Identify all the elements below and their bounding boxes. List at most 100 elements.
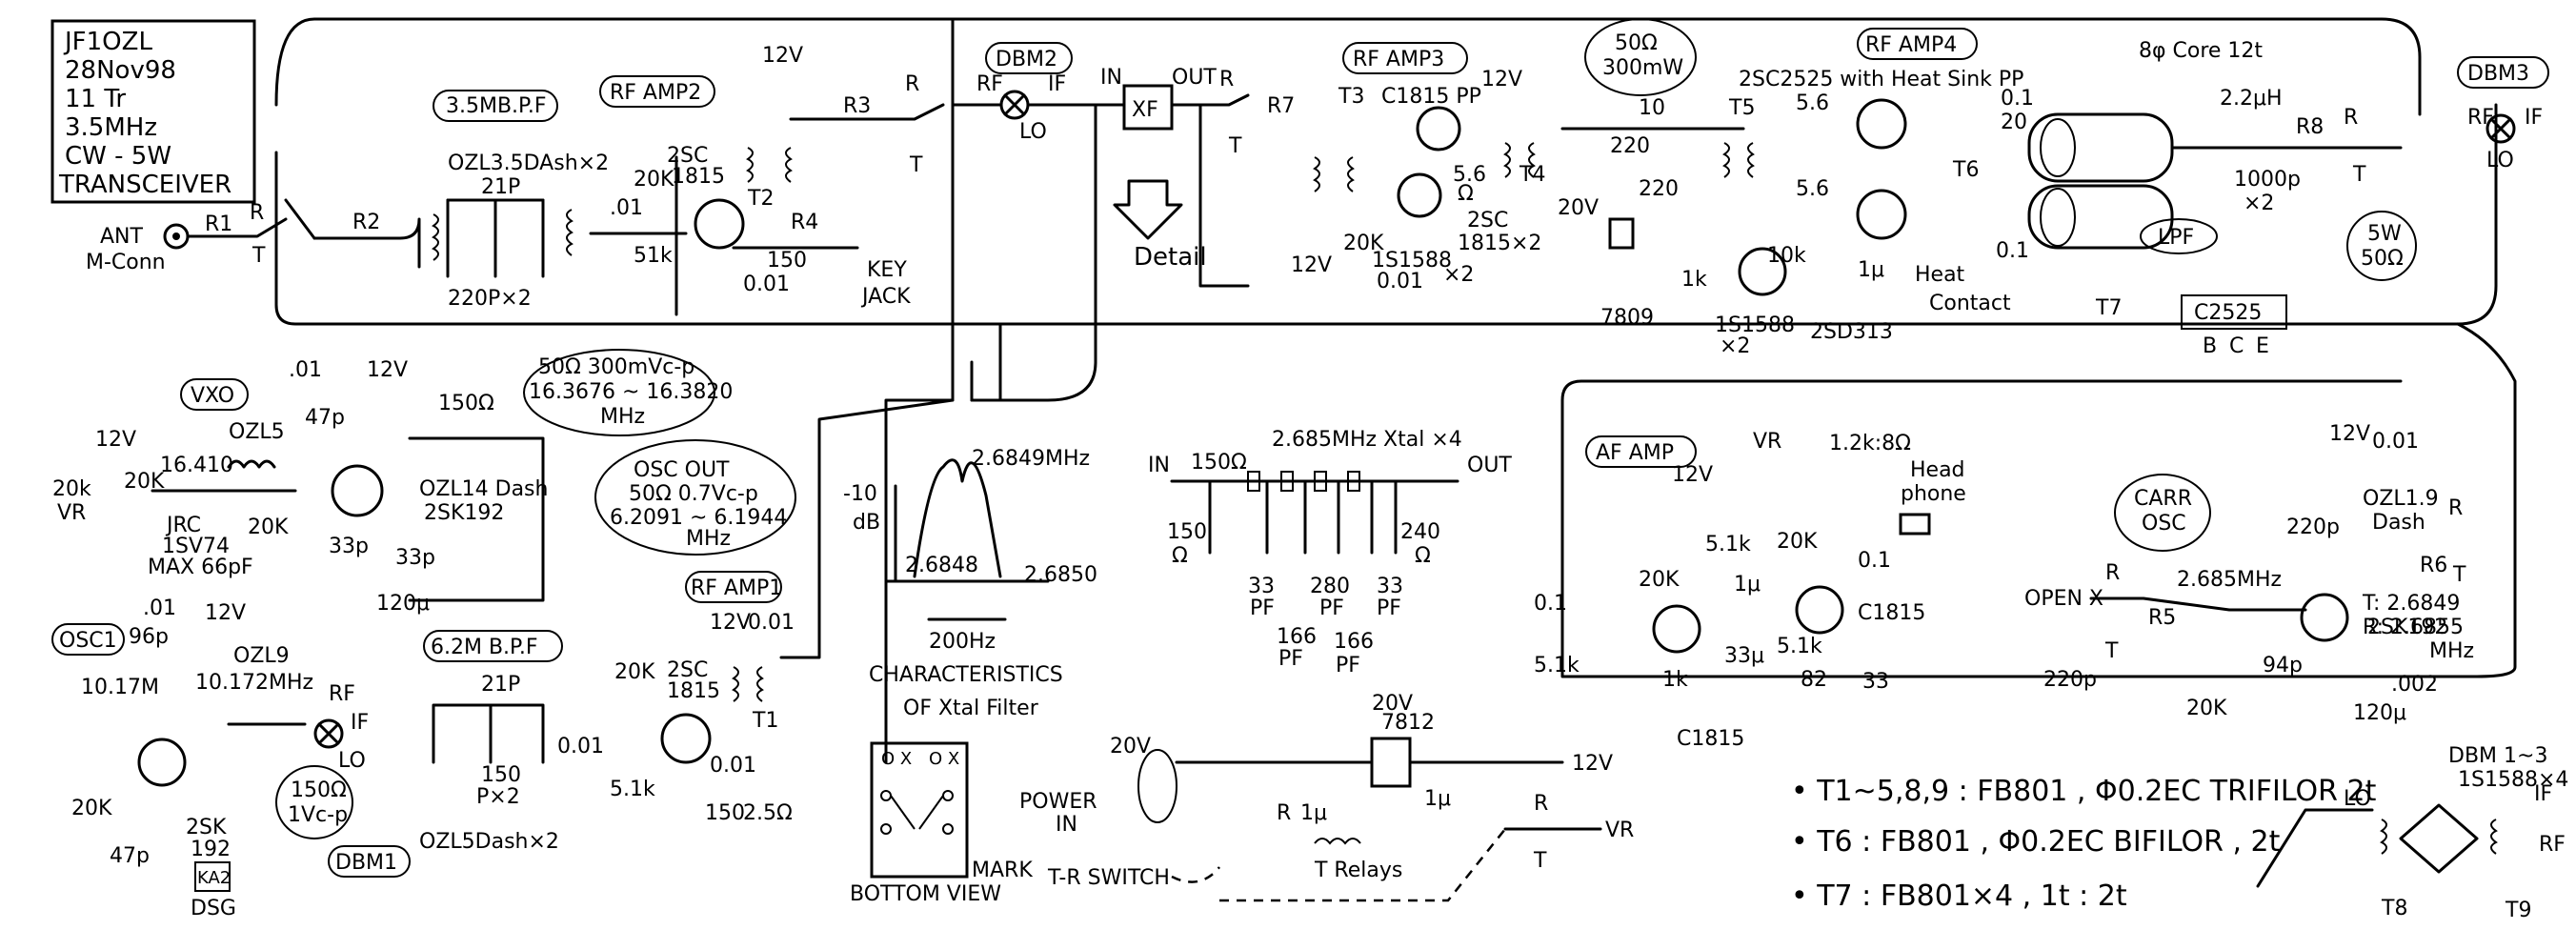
osc1-12v-label: 12V (205, 601, 246, 625)
headphone-ratio-label: 1.2k:8Ω (1829, 432, 1911, 455)
v12-t4-label: 12V (1481, 68, 1522, 91)
rf-amp4-block: 50Ω 300mW RF AMP4 2SC2525 with Heat Sink… (1558, 18, 2034, 358)
max66-label: MAX 66pF (148, 556, 253, 579)
rfamp1-r51k-label: 5.1k (610, 778, 655, 801)
osc-out-level-label: 50Ω 0.7Vc-p (629, 482, 758, 506)
q-2sc-label: 2SC (667, 144, 708, 168)
xf-r150-b-label: 150 (1167, 520, 1207, 544)
r3-label: R3 (843, 94, 871, 118)
osc1-2sk-label: 2SK (186, 816, 227, 839)
r6-t-label: T (2452, 563, 2466, 587)
osc1-section: OSC1 .01 12V 96p 10.17M OZL9 10.172MHz 2… (51, 596, 411, 920)
jack-label: JACK (860, 285, 911, 309)
title-mode-power: CW - 5W (65, 142, 171, 171)
note-t1-t5: • T1~5,8,9 : FB801 , Φ0.2EC TRIFILOR 2t (1791, 775, 2377, 808)
af-r51k-b-label: 5.1k (1534, 654, 1580, 677)
mixer-icon (313, 718, 344, 749)
transistor-icon (331, 464, 384, 517)
vxo-label: VXO (191, 384, 234, 408)
transistor-icon (2300, 593, 2349, 642)
bpf-6-2mhz: 6.2M B.P.F 21P 150 P×2 OZL5Dash×2 (419, 630, 563, 854)
relay-r-label: R (1277, 801, 1291, 825)
r6-label: R6 (2420, 554, 2447, 577)
relay-pin-a: O X (881, 749, 912, 769)
q1815x2-label: 1815×2 (1458, 232, 1541, 255)
vxo-12v-top-label: 12V (367, 358, 408, 382)
antenna-section: ANT M-Conn R1 R T R2 (86, 198, 402, 274)
cap-33-a-label: 33 (1248, 575, 1275, 598)
xf-out-label: OUT (1172, 66, 1217, 90)
carr-2sk192-label: 2SK192 (2367, 616, 2447, 639)
q2sc-label: 2SC (1467, 209, 1508, 232)
t3-label: T3 (1338, 85, 1364, 109)
transistor-icon (660, 713, 712, 764)
c21p-label: 21P (481, 175, 520, 199)
ant-label: ANT (100, 225, 144, 249)
xtal-filter-title: 2.685MHz Xtal ×4 (1272, 428, 1462, 452)
ozl19-label: OZL1.9 (2363, 487, 2439, 511)
dbm2-rf-label: RF (976, 72, 1003, 96)
power-20v-label: 20V (1110, 735, 1151, 758)
r6-r-label: R (2448, 496, 2463, 520)
notes-section: • T1~5,8,9 : FB801 , Φ0.2EC TRIFILOR 2t … (1791, 775, 2377, 913)
vxo-r20k-b-label: 20K (248, 516, 289, 539)
dbm3-if-label: IF (2525, 106, 2543, 130)
transistor-icon (1738, 247, 1787, 296)
t5-label: T5 (1728, 96, 1755, 120)
xtal-characteristics: 2.6849MHz -10 dB 2.6848 2.6850 200Hz CHA… (843, 447, 1097, 720)
reg7812-label: 7812 (1381, 711, 1435, 735)
rf-amp4-label: RF AMP4 (1865, 33, 1957, 57)
c21p-62-label: 21P (481, 673, 520, 697)
af-r1k-label: 1k (1662, 668, 1688, 692)
heat-label: Heat (1915, 263, 1965, 287)
r3-t-label: T (909, 153, 923, 177)
x2-label: ×2 (1443, 263, 1474, 287)
vxo-out-mhz-label: MHz (600, 405, 645, 429)
dbm1-label: DBM1 (335, 851, 397, 875)
r10k-label: 10k (1767, 244, 1806, 268)
f10172-label: 10.172MHz (195, 671, 313, 695)
osc-label: OSC (2142, 512, 2186, 536)
dbm-detail: DBM 1~3 1S1588×4 LO IF RF T8 T9 (2256, 744, 2568, 922)
r20k-rfamp3-label: 20K (1343, 232, 1384, 255)
dbm-detail-diodes: 1S1588×4 (2458, 768, 2568, 792)
c20-label: 20 (2001, 111, 2027, 134)
cap-pf-d-label: PF (1278, 647, 1303, 671)
dbm-detail-title: DBM 1~3 (2448, 744, 2547, 768)
c001-label: 0.01 (743, 273, 790, 296)
title-frequency: 3.5MHz (65, 113, 157, 142)
diode-ring-icon (2399, 803, 2479, 874)
ozl35-label: OZL3.5DAsh×2 (448, 152, 609, 175)
main-bus-wires (274, 17, 2517, 678)
xf-in-label: IN (1100, 66, 1122, 90)
toroid-icon (2027, 112, 2174, 183)
r8-t-label: T (2352, 163, 2366, 187)
rf-amp3-label: RF AMP3 (1353, 48, 1444, 71)
relay-outline (870, 741, 969, 879)
toroid-icon (2027, 184, 2174, 250)
c001b-label: 0.01 (1377, 270, 1423, 293)
tr-switch-label: T-R SWITCH (1047, 866, 1170, 890)
dbm2-section: DBM2 RF IF LO XF IN OUT Detail R T R7 (951, 42, 1295, 272)
osc-out-mhz-label: MHz (686, 527, 731, 551)
regulator-icon (1608, 217, 1635, 250)
osc1-192-label: 192 (191, 838, 231, 861)
r7-label: R7 (1267, 94, 1295, 118)
vxo-out-level-label: 50Ω 300mVc-p (538, 355, 694, 379)
rfamp1-c001-e-label: 0.01 (710, 754, 756, 778)
vxo-12v-label: 12V (95, 428, 136, 452)
db-unit-label: dB (853, 511, 880, 535)
power-section: 20V POWER IN 7812 20V 12V 1μ 1μ T Relays… (1019, 692, 1634, 902)
vr-r-label: R (1534, 792, 1548, 816)
transistor-icon (1795, 585, 1844, 635)
rfamp1-1815-label: 1815 (667, 679, 720, 703)
reg-20v-label: 20V (1372, 692, 1413, 716)
phone-label: phone (1901, 482, 1966, 506)
title-callsign: JF1OZL (63, 28, 152, 56)
jrc-label: JRC (165, 514, 201, 537)
cap-166-a-label: 166 (1277, 625, 1317, 649)
bpf-3-5mhz: 3.5MB.P.F OZL3.5DAsh×2 21P 220P×2 (398, 90, 609, 311)
headphone-icon (1899, 513, 1931, 536)
carr-r20k-label: 20K (2186, 697, 2227, 720)
f1017-label: 10.17M (81, 676, 159, 699)
